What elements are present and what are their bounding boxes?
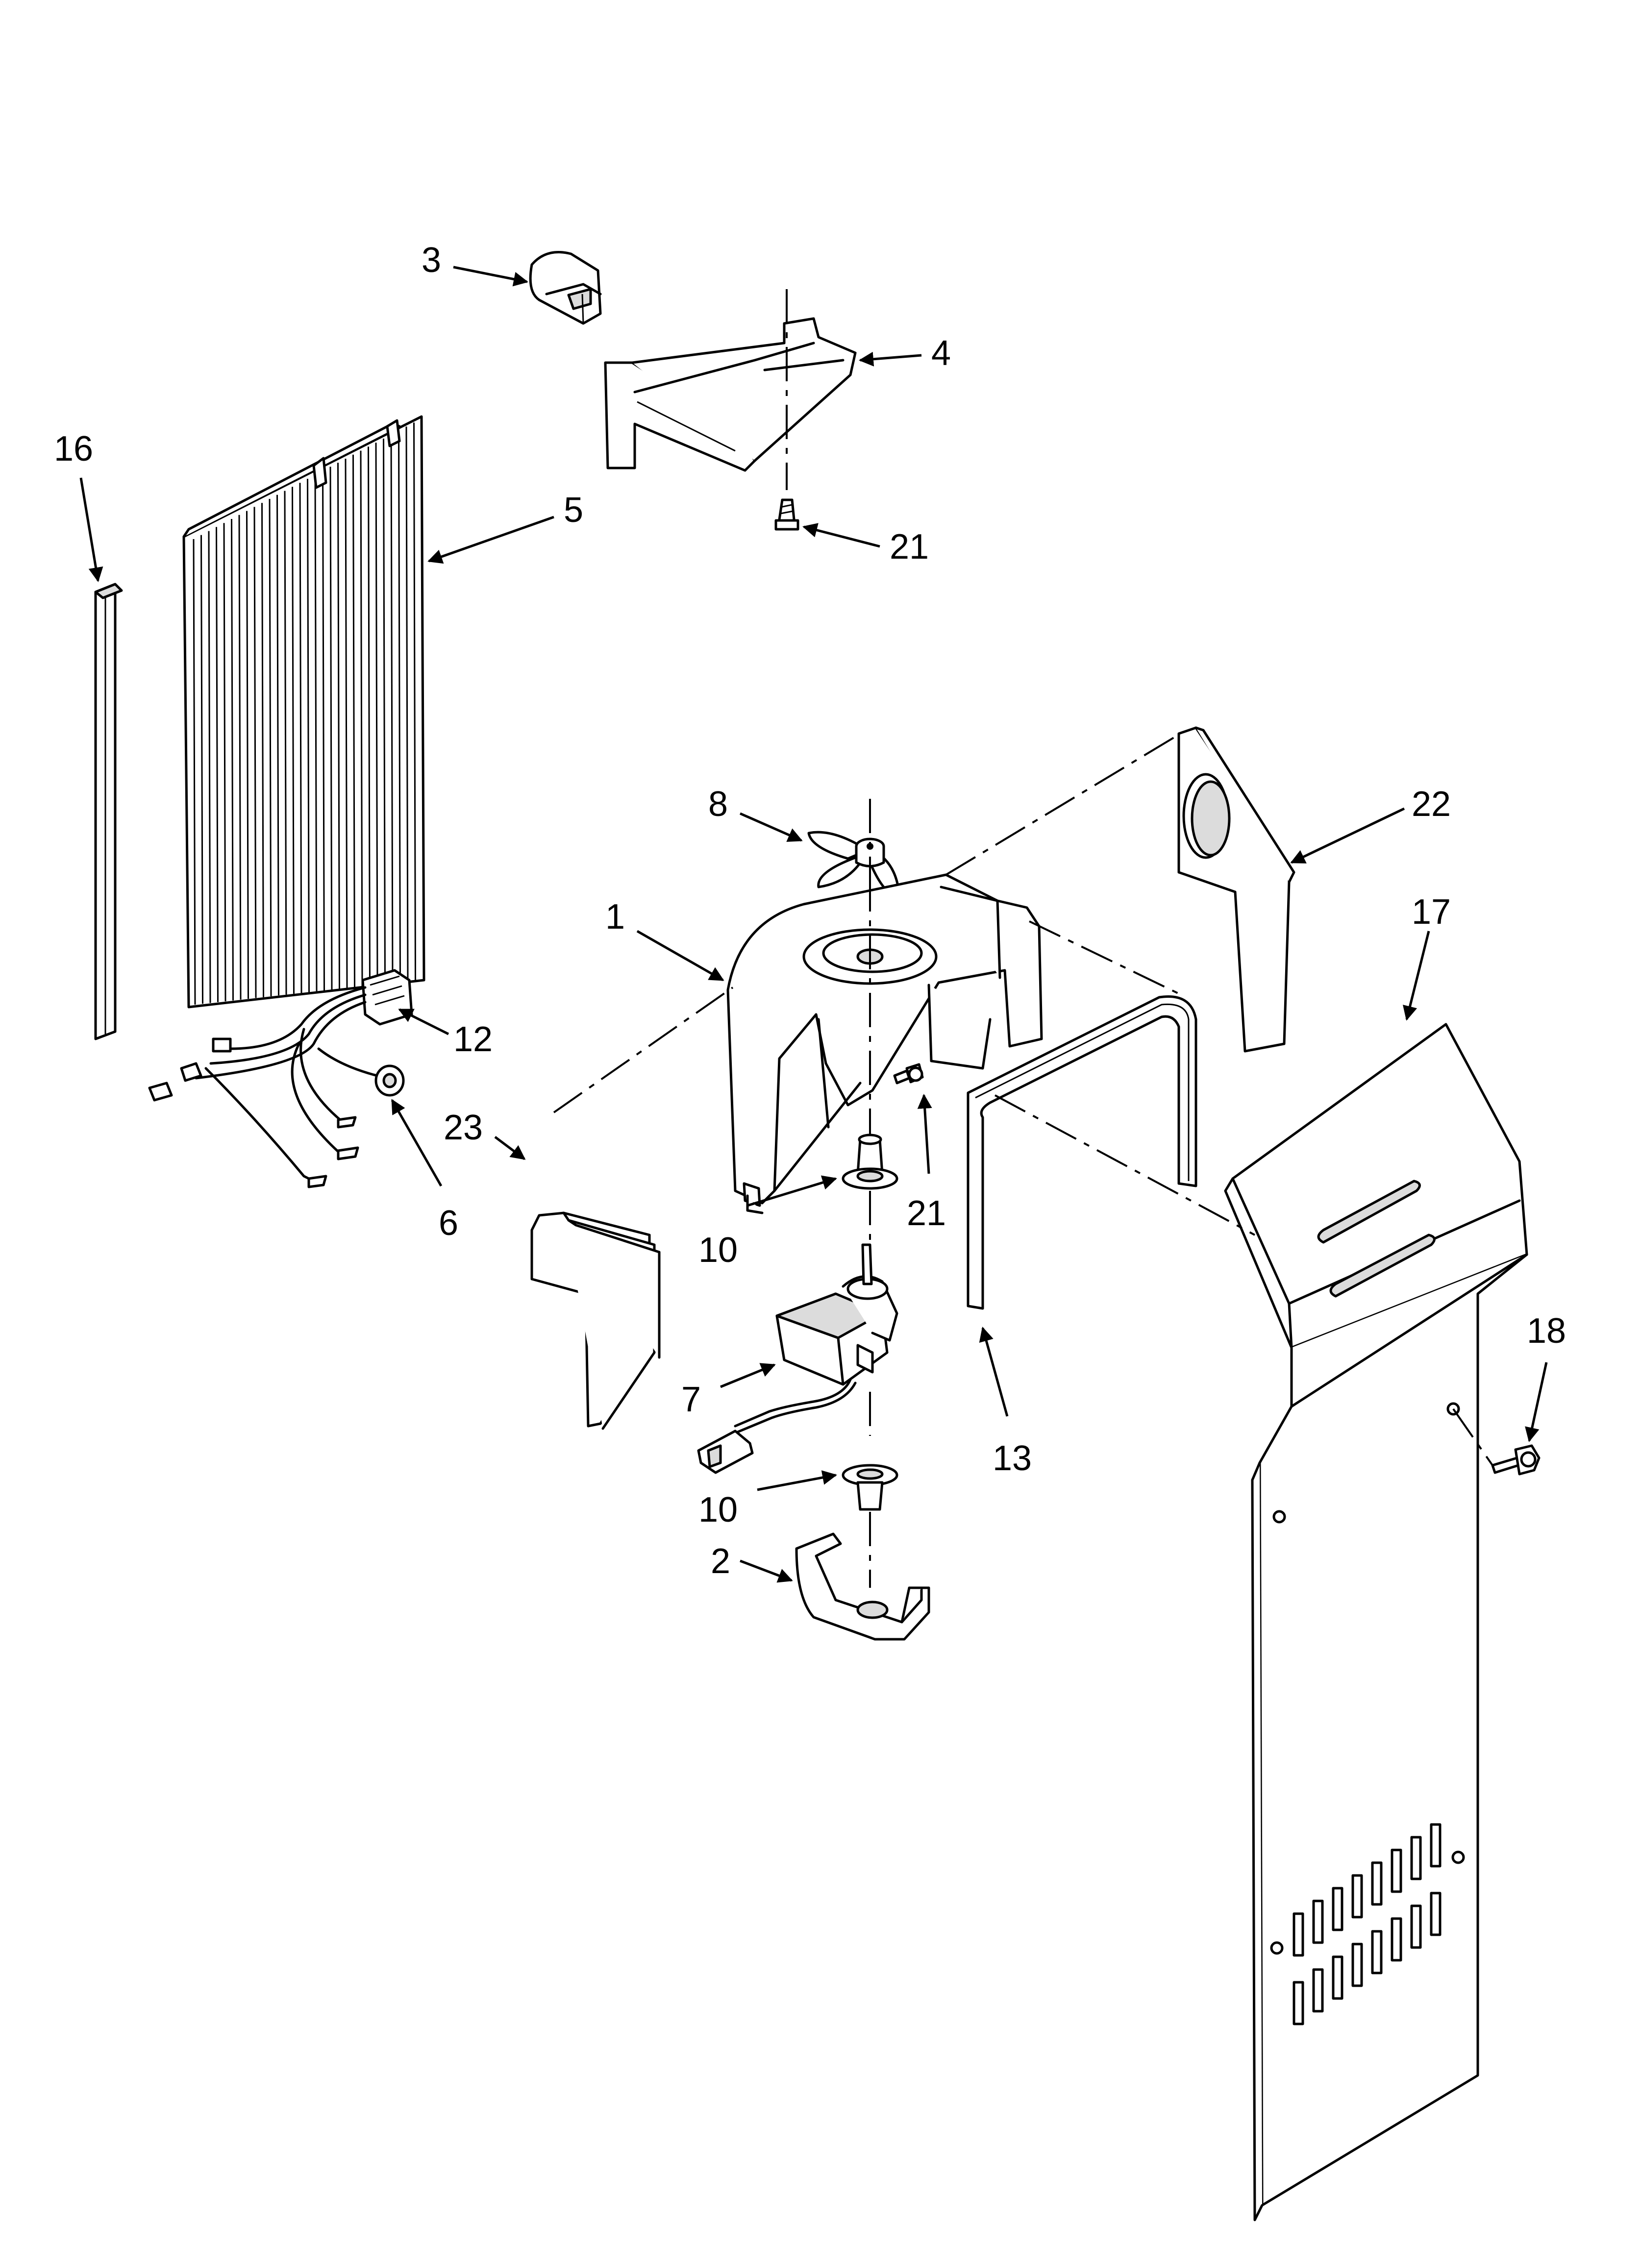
vent-slot xyxy=(1430,1892,1442,1936)
label-21a: 21 xyxy=(890,527,929,567)
evaporator-fin xyxy=(314,474,318,991)
label-5: 5 xyxy=(564,491,583,530)
label-8: 8 xyxy=(708,785,728,824)
evaporator-fin xyxy=(413,422,416,981)
label-22: 22 xyxy=(1412,785,1451,824)
evaporator-fin xyxy=(405,426,409,982)
vent-slot xyxy=(1351,1943,1363,1987)
evaporator-fin xyxy=(322,470,325,991)
vent-slot xyxy=(1371,1930,1383,1974)
evaporator-fin xyxy=(360,450,363,986)
evaporator-fin xyxy=(269,498,272,997)
label-13: 13 xyxy=(993,1439,1032,1478)
part-13-gasket xyxy=(967,995,1197,1310)
label-10b: 10 xyxy=(698,1490,738,1529)
part-18-screw xyxy=(1491,1444,1541,1476)
label-7: 7 xyxy=(681,1380,701,1419)
vent-slot xyxy=(1293,1912,1304,1957)
part-5-evaporator xyxy=(182,415,425,1009)
vent-slot xyxy=(1430,1823,1442,1868)
part-3-clip xyxy=(529,251,602,325)
part-10-grommet-lower xyxy=(842,1464,898,1588)
evaporator-fin xyxy=(246,511,249,999)
vent-slot xyxy=(1410,1904,1422,1949)
evaporator-fin xyxy=(253,507,257,998)
evaporator-fin xyxy=(368,446,371,986)
vent-slot xyxy=(1332,1955,1343,2000)
label-16: 16 xyxy=(54,429,93,468)
evaporator-fin xyxy=(276,494,279,996)
evaporator-fin xyxy=(193,539,196,1005)
vent-slot xyxy=(1391,1849,1402,1893)
label-23: 23 xyxy=(444,1108,483,1147)
vent-slot xyxy=(1312,1899,1324,1944)
label-2: 2 xyxy=(711,1542,730,1581)
label-4: 4 xyxy=(931,334,951,373)
part-12-wire-harness xyxy=(148,969,413,1188)
evaporator-fin xyxy=(261,503,264,997)
part-22-bracket xyxy=(1177,726,1295,1053)
label-3: 3 xyxy=(422,241,441,280)
part-21-screw-shroud xyxy=(893,1063,924,1085)
label-17: 17 xyxy=(1412,892,1451,932)
evaporator-fin xyxy=(352,454,355,987)
evaporator-fin xyxy=(383,438,386,984)
evaporator-fin xyxy=(398,430,401,983)
vent-slot xyxy=(1351,1874,1363,1919)
evaporator-fin xyxy=(292,487,295,994)
label-18: 18 xyxy=(1527,1311,1566,1351)
part-16-strip xyxy=(94,583,123,1040)
evaporator-fin xyxy=(231,518,234,1001)
part-4-duct xyxy=(604,289,857,490)
evaporator-fin xyxy=(223,523,226,1002)
label-12: 12 xyxy=(453,1020,493,1059)
part-6-grommet xyxy=(374,1064,405,1097)
part-2-motor-bracket xyxy=(795,1532,930,1641)
label-10a: 10 xyxy=(698,1231,738,1270)
evaporator-fin xyxy=(337,463,340,989)
part-1-shroud xyxy=(726,873,1043,1214)
evaporator-fin xyxy=(238,515,242,1000)
part-23-panel xyxy=(530,1211,661,1430)
evaporator-fin xyxy=(329,467,333,990)
assembly-lines xyxy=(553,737,1493,1466)
evaporator-fin xyxy=(375,443,378,985)
vent-slot xyxy=(1312,1968,1324,2013)
evaporator-fin xyxy=(284,491,287,995)
evaporator-fin xyxy=(390,434,394,983)
label-21b: 21 xyxy=(907,1194,946,1233)
evaporator-fin xyxy=(208,531,211,1003)
label-6: 6 xyxy=(439,1204,458,1243)
vent-slot xyxy=(1332,1887,1343,1931)
part-7-motor xyxy=(697,1243,898,1474)
vent-slot xyxy=(1410,1836,1422,1880)
callout-labels: 3 4 16 5 21 8 22 1 17 12 23 6 21 10 18 7… xyxy=(54,241,1566,1581)
vent-slot xyxy=(1391,1917,1402,1962)
evaporator-fin xyxy=(216,527,219,1002)
evaporator-fin xyxy=(307,478,310,992)
part-10-grommet-upper xyxy=(842,1134,898,1255)
part-21-screw-top xyxy=(774,498,799,531)
evaporator-fin xyxy=(299,483,302,993)
part-17-cover xyxy=(1224,1023,1528,2221)
leader-lines xyxy=(79,266,1548,1583)
evaporator-fin xyxy=(345,458,348,988)
label-1: 1 xyxy=(605,897,625,937)
vent-slot xyxy=(1293,1981,1304,2025)
vent-slot xyxy=(1371,1861,1383,1906)
evaporator-fin xyxy=(200,535,203,1004)
